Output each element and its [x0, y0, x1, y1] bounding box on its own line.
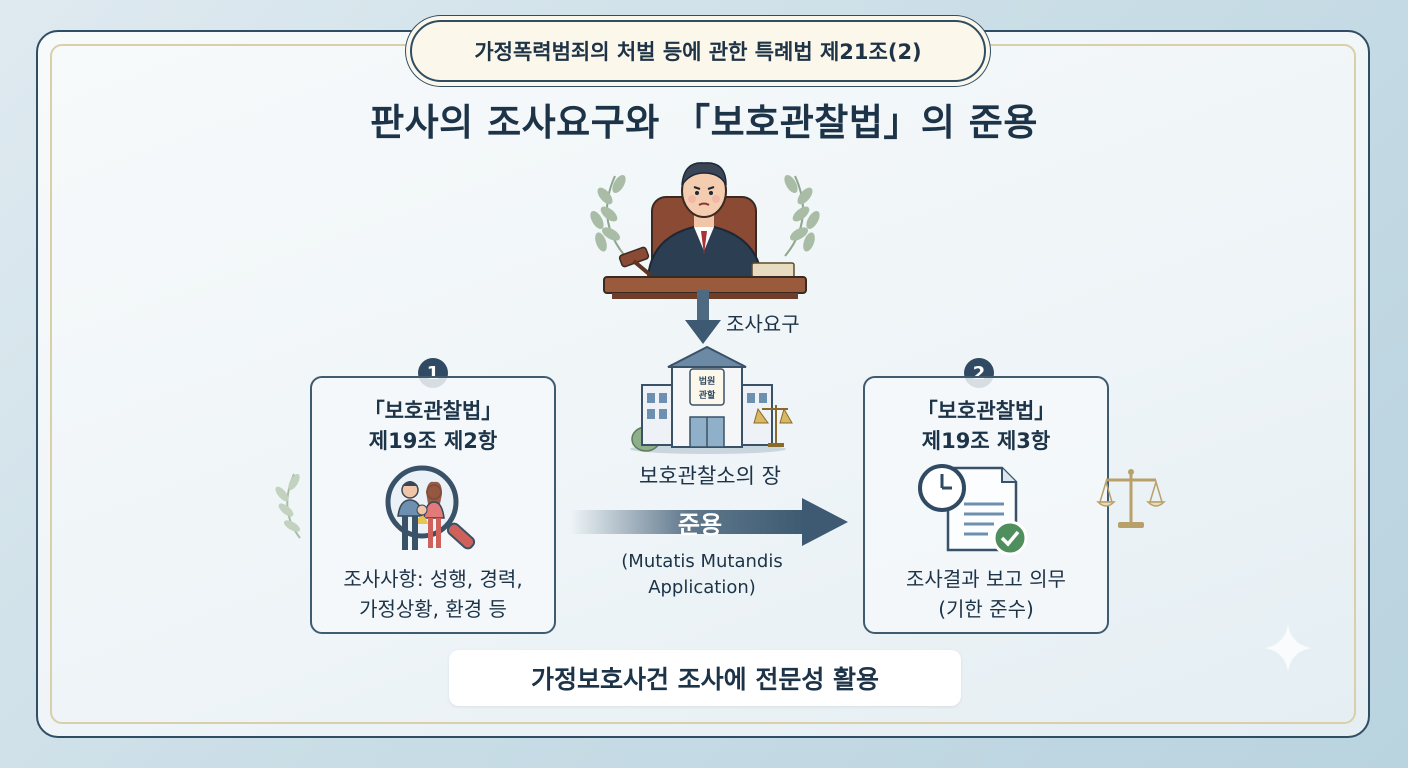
- apply-label: 준용: [677, 511, 723, 539]
- card-2-text-line1: 조사결과 보고 의무: [906, 567, 1066, 591]
- law-title-banner: 가정폭력범죄의 처벌 등에 관한 특례법 제21조(2): [410, 20, 986, 82]
- summary-banner: 가정보호사건 조사에 전문성 활용: [449, 650, 961, 706]
- card-2-law: 「보호관찰법」: [916, 399, 1056, 423]
- card-1-article: 제19조 제2항: [368, 429, 498, 453]
- judge-icon: [603, 162, 807, 299]
- card-1-text-line2: 가정상황, 환경 등: [359, 597, 507, 621]
- courthouse-icon: 법원 관할: [630, 345, 793, 454]
- laurel-icon: [590, 174, 626, 257]
- card-1-heading: 「보호관찰법」 제19조 제2항: [312, 396, 554, 456]
- laurel-icon: [275, 473, 301, 539]
- apply-arrow: [570, 498, 848, 546]
- apply-english-label: (Mutatis Mutandis Application): [621, 551, 783, 598]
- office-sign-line2: 관할: [699, 389, 716, 401]
- card-2-text: 조사결과 보고 의무 (기한 준수): [865, 564, 1107, 624]
- card-2-text-line2: (기한 준수): [938, 597, 1034, 621]
- clock-document-check-icon: [918, 464, 1028, 556]
- main-title: 판사의 조사요구와 「보호관찰법」의 준용: [370, 101, 1038, 144]
- magnifier-family-icon: [385, 465, 476, 550]
- office-sign-line1: 법원: [699, 375, 716, 387]
- laurel-icon: [784, 174, 820, 257]
- office-label: 보호관찰소의 장: [639, 464, 781, 488]
- sparkle-icon: [1264, 624, 1312, 672]
- summary-text: 가정보호사건 조사에 전문성 활용: [530, 665, 880, 694]
- card-2-heading: 「보호관찰법」 제19조 제3항: [865, 396, 1107, 456]
- scales-icon: [1096, 469, 1166, 528]
- card-1-law: 「보호관찰법」: [363, 399, 503, 423]
- law-title: 가정폭력범죄의 처벌 등에 관한 특례법 제21조(2): [474, 40, 922, 64]
- card-1-text-line1: 조사사항: 성행, 경력,: [343, 567, 523, 591]
- request-label: 조사요구: [726, 312, 800, 336]
- card-2-article: 제19조 제3항: [921, 429, 1051, 453]
- down-arrow: [685, 290, 721, 344]
- card-1-text: 조사사항: 성행, 경력, 가정상황, 환경 등: [312, 564, 554, 624]
